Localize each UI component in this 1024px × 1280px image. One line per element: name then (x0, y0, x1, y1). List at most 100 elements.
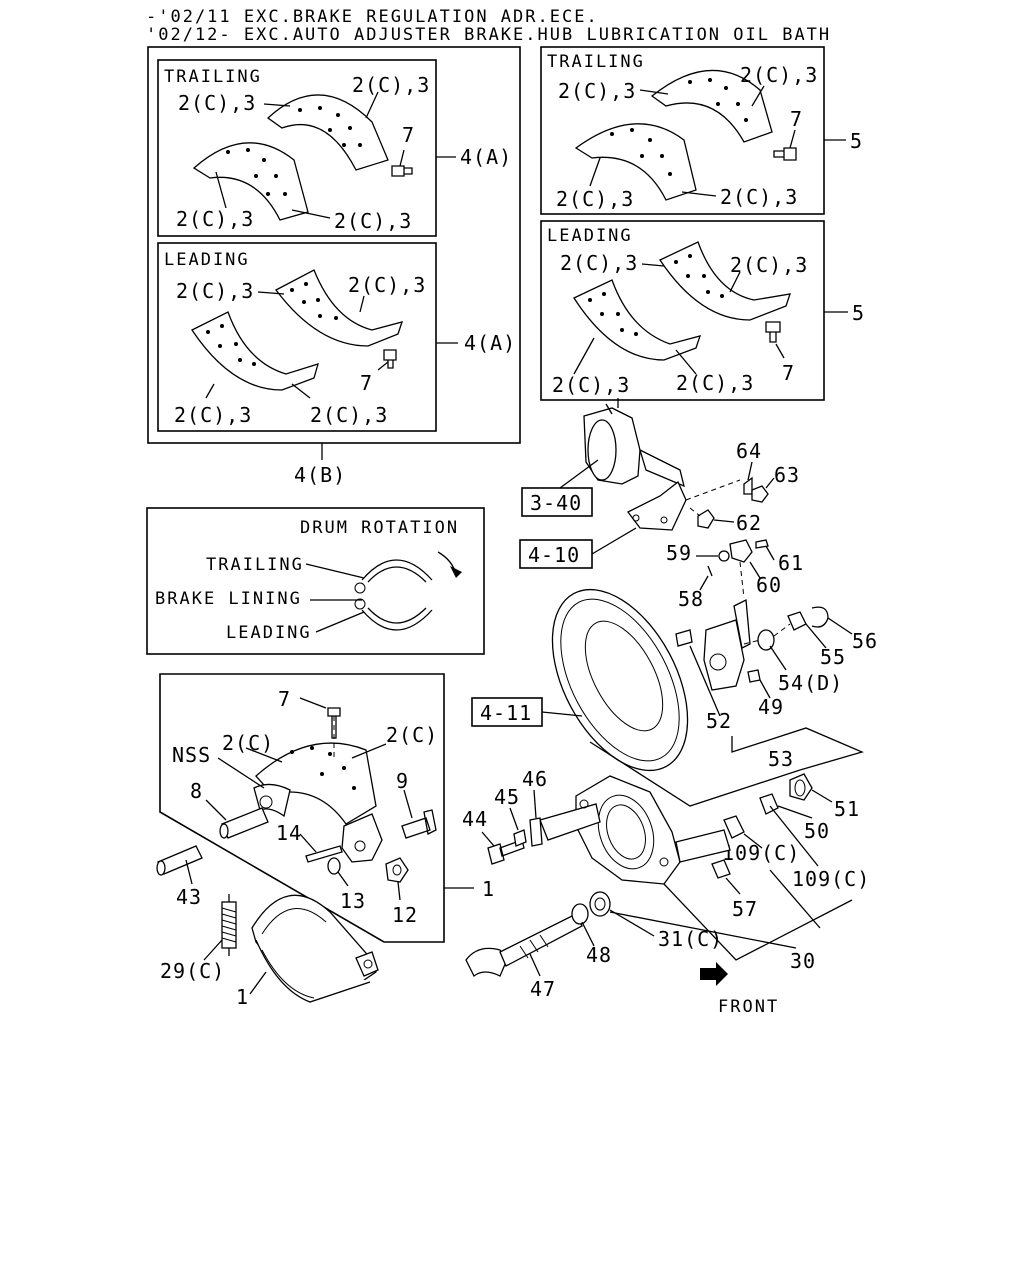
part-2c: 2(C) (222, 731, 274, 755)
part-50: 50 (804, 819, 830, 843)
part-31c: 31(C) (658, 927, 723, 951)
bolt-icon (765, 321, 781, 343)
part-12: 12 (392, 903, 418, 927)
brake-lining-shoe (574, 123, 697, 201)
part-63: 63 (774, 463, 800, 487)
svg-text:4-10: 4-10 (528, 543, 580, 567)
brake-camshaft (465, 913, 583, 978)
callout-2c3: 2(C),3 (310, 403, 388, 427)
rotation-arrow-icon (450, 566, 462, 578)
part-52: 52 (706, 709, 732, 733)
part-109c: 109(C) (722, 841, 800, 865)
callout-2c3: 2(C),3 (348, 273, 426, 297)
ref-4a: 4(A) (460, 145, 512, 169)
shoe-panel: 7 2(C) 2(C) NSS 8 9 14 13 12 1 (159, 673, 495, 943)
svg-text:4-11: 4-11 (480, 701, 532, 725)
pin-icon (675, 629, 693, 647)
part-43: 43 (176, 885, 202, 909)
brake-lining-shoe (659, 241, 791, 321)
part-49: 49 (758, 695, 784, 719)
callout-7: 7 (402, 123, 415, 147)
panel-4b-trailing-title: TRAILING (164, 67, 262, 87)
callout-2c3: 2(C),3 (552, 373, 630, 397)
part-51: 51 (834, 797, 860, 821)
panel-4b-leading: LEADING 2(C),3 2(C),3 2(C),3 2(C),3 7 4(… (157, 242, 516, 432)
part-47: 47 (530, 977, 556, 1001)
callout-2c3: 2(C),3 (176, 279, 254, 303)
part-55: 55 (820, 645, 846, 669)
brake-lining-shoe (275, 269, 403, 347)
part-64: 64 (736, 439, 762, 463)
bolt-icon (487, 839, 525, 865)
brake-lining-label: BRAKE LINING (155, 589, 302, 609)
callout-2c3: 2(C),3 (560, 251, 638, 275)
callout-2c3: 2(C),3 (720, 185, 798, 209)
brake-lining-shoe (266, 94, 389, 171)
ref-4b: 4(B) (294, 463, 346, 487)
bolt-icon (383, 349, 397, 369)
bolt-icon (327, 707, 341, 739)
bolt-icon (401, 809, 437, 839)
part-14: 14 (276, 821, 302, 845)
brake-lining-shoe (191, 311, 319, 391)
callout-2c3: 2(C),3 (558, 79, 636, 103)
ref-box-4-10: 4-10 (519, 527, 637, 569)
part-13: 13 (340, 889, 366, 913)
bolt-icon (773, 147, 797, 161)
brake-spider (539, 775, 731, 885)
brake-shoe-assembly (251, 894, 379, 1003)
part-7: 7 (278, 687, 291, 711)
part-109c: 109(C) (792, 867, 870, 891)
brake-chamber-assembly (583, 398, 687, 531)
return-spring (221, 894, 237, 956)
slack-adjuster (703, 598, 751, 691)
part-29c: 29(C) (160, 959, 225, 983)
callout-7: 7 (790, 107, 803, 131)
header-line-1: -'02/11 EXC.BRAKE REGULATION ADR.ECE. (146, 7, 599, 27)
ref-1: 1 (482, 877, 495, 901)
drum-rotation-label: DRUM ROTATION (300, 518, 459, 538)
panel-5-trailing-title: TRAILING (547, 52, 645, 72)
callout-2c3: 2(C),3 (178, 91, 256, 115)
part-56: 56 (852, 629, 878, 653)
ref-4a: 4(A) (464, 331, 516, 355)
ref-box-3-40: 3-40 (521, 459, 599, 517)
part-1: 1 (236, 985, 249, 1009)
callout-2c3: 2(C),3 (556, 187, 634, 211)
ref-5: 5 (852, 301, 865, 325)
part-53: 53 (768, 747, 794, 771)
part-nss: NSS (172, 743, 211, 767)
front-arrow-icon (700, 962, 728, 986)
callout-2c3: 2(C),3 (730, 253, 808, 277)
brake-lining-shoe (192, 142, 309, 221)
leading-label: LEADING (226, 623, 312, 643)
ref-5: 5 (850, 129, 863, 153)
part-45: 45 (494, 785, 520, 809)
panel-5-leading: LEADING 2(C),3 2(C),3 2(C),3 2(C),3 7 5 (540, 220, 865, 401)
part-54d: 54(D) (778, 671, 843, 695)
part-46: 46 (522, 767, 548, 791)
front-label: FRONT (718, 997, 779, 1017)
drum-rotation-panel: DRUM ROTATION TRAILING BRAKE LINING LEAD… (146, 507, 485, 655)
part-8: 8 (190, 779, 203, 803)
callout-2c3: 2(C),3 (334, 209, 412, 233)
callout-7: 7 (782, 361, 795, 385)
part-58: 58 (678, 587, 704, 611)
callout-2c3: 2(C),3 (740, 63, 818, 87)
dust-shield (551, 588, 689, 772)
callout-2c3: 2(C),3 (174, 403, 252, 427)
brake-lining-shoe (650, 69, 773, 143)
ref-box-4-11: 4-11 (471, 697, 583, 727)
part-48: 48 (586, 943, 612, 967)
callout-2c3: 2(C),3 (176, 207, 254, 231)
callout-2c3: 2(C),3 (676, 371, 754, 395)
part-57: 57 (732, 897, 758, 921)
trailing-label: TRAILING (206, 555, 304, 575)
part-62: 62 (736, 511, 762, 535)
part-61: 61 (778, 551, 804, 575)
part-30: 30 (790, 949, 816, 973)
panel-4b-leading-title: LEADING (164, 250, 250, 270)
panel-5-leading-title: LEADING (547, 226, 633, 246)
part-59: 59 (666, 541, 692, 565)
